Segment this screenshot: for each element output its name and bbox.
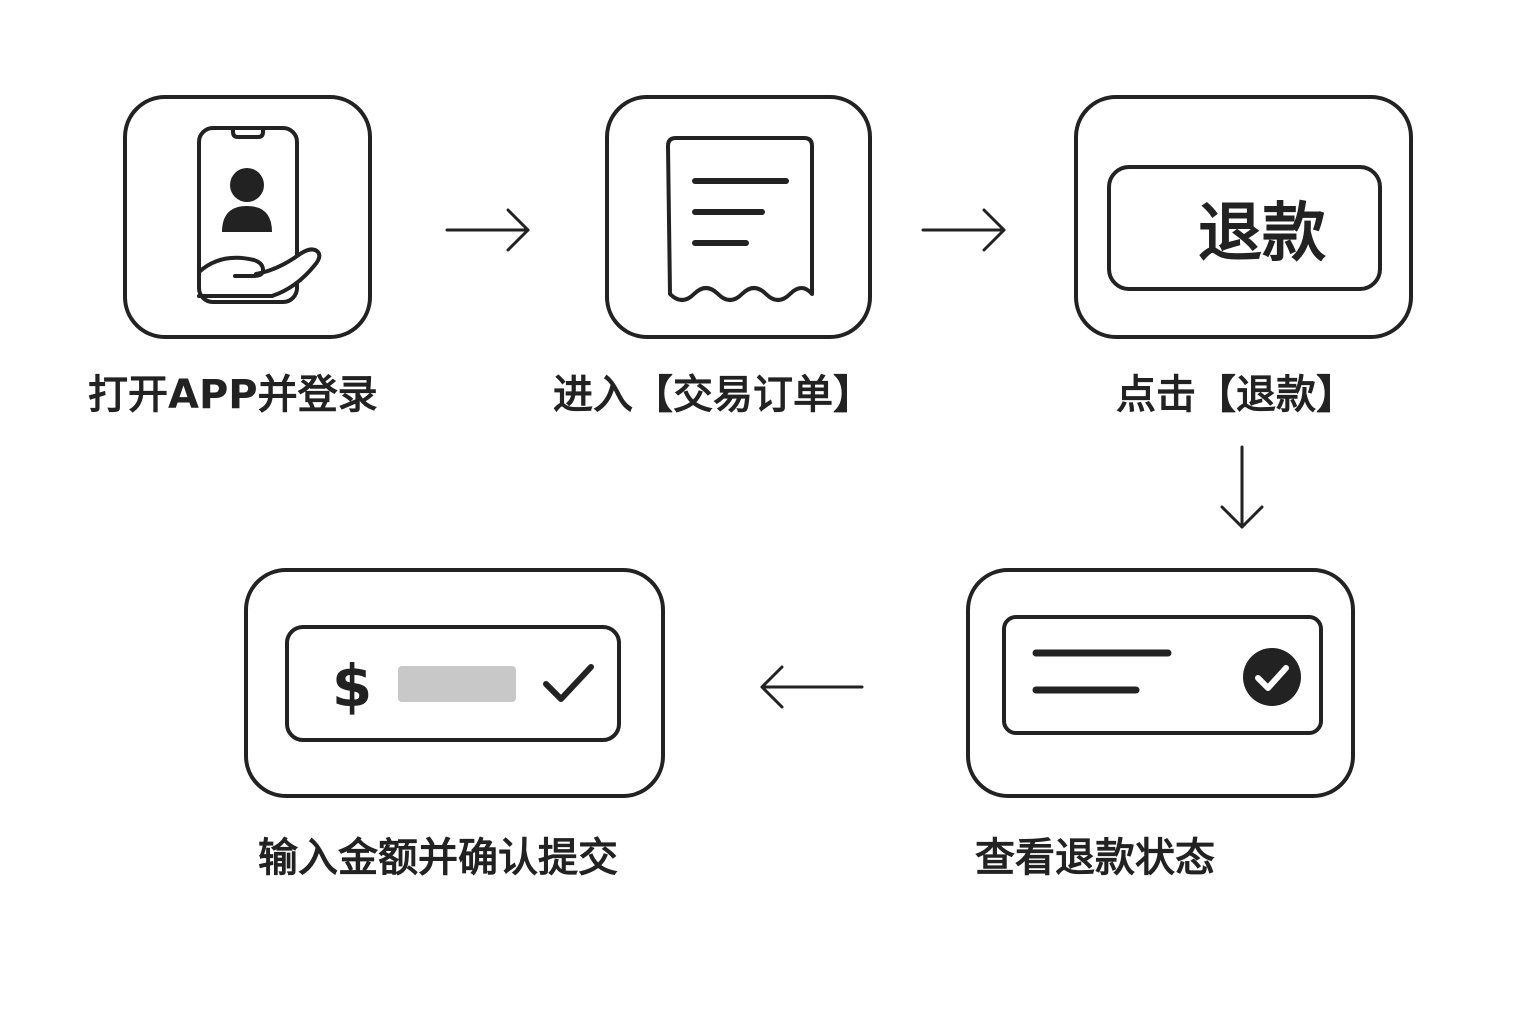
step-4-box	[966, 568, 1355, 798]
step-3-box: 退款	[1074, 95, 1413, 339]
hand-icon	[197, 247, 322, 298]
step-3-label: 点击【退款】	[1116, 372, 1356, 418]
step-1-label: 打开APP并登录	[88, 372, 378, 418]
amount-placeholder-bar	[398, 666, 516, 702]
step-5-box: $	[244, 568, 665, 798]
user-body-icon	[222, 206, 272, 232]
refund-button-icon: 退款	[1107, 165, 1382, 291]
step-2-box	[605, 95, 872, 339]
check-circle-icon	[1243, 648, 1301, 706]
user-head-icon	[230, 168, 264, 202]
step-2-label: 进入【交易订单】	[553, 372, 873, 418]
dollar-icon: $	[332, 652, 372, 720]
receipt-icon	[666, 136, 814, 302]
status-card-icon	[1002, 615, 1323, 735]
step-1-box	[123, 95, 372, 339]
refund-button-text: 退款	[1198, 197, 1326, 271]
arrow-right-icon	[921, 208, 1006, 252]
arrow-right-icon	[445, 208, 530, 252]
amount-input-icon: $	[285, 625, 621, 742]
step-5-label: 输入金额并确认提交	[258, 835, 618, 881]
phone-user-hand-icon	[197, 126, 322, 304]
arrow-left-icon	[760, 665, 864, 709]
checkmark-icon	[543, 664, 594, 702]
step-4-label: 查看退款状态	[975, 835, 1215, 881]
arrow-down-icon	[1220, 445, 1264, 529]
